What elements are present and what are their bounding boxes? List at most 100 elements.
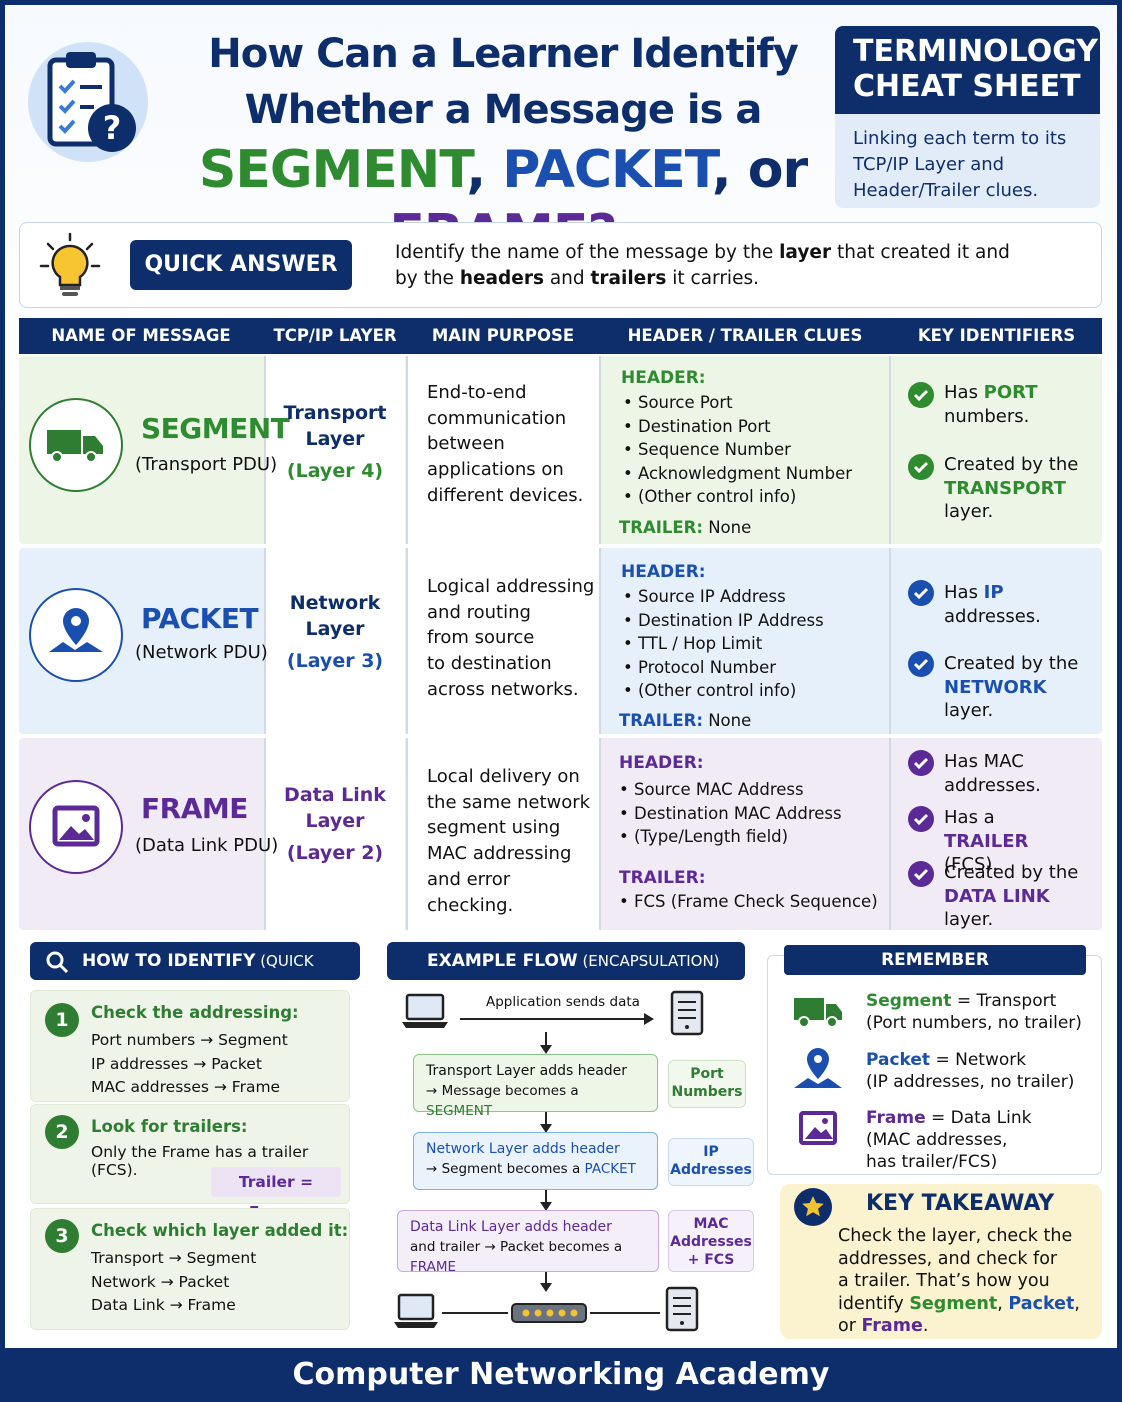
th-name: NAME OF MESSAGE (51, 326, 231, 345)
frame-layer-2: Layer (305, 810, 365, 832)
packet-trailer: TRAILER: None (619, 711, 752, 730)
cheat-sheet-subtitle: Linking each term to its TCP/IP Layer an… (835, 114, 1100, 208)
check-icon (908, 861, 934, 887)
remember-segment: Segment = Transport(Port numbers, no tra… (866, 991, 1082, 1033)
clue-3-number: 3 (45, 1219, 79, 1253)
qa-text-2a: by the (395, 268, 460, 289)
remember-label: REMEMBER (784, 945, 1086, 975)
segment-trailer: TRAILER: None (619, 518, 752, 537)
qa-text-1c: that created it and (831, 242, 1010, 263)
qa-text-2c: and (543, 268, 591, 289)
map-pin-icon (792, 1046, 844, 1090)
frame-trailer-item: • FCS (Frame Check Sequence) (619, 892, 878, 911)
packet-header-items: • Source IP Address • Destination IP Add… (623, 587, 824, 701)
title-or: , or (711, 140, 808, 200)
cheat-sheet-box: TERMINOLOGY CHEAT SHEET Linking each ter… (835, 26, 1100, 208)
check-icon (908, 454, 934, 480)
packet-layer-num: (Layer 3) (286, 650, 384, 672)
segment-layer-1: Transport (283, 402, 387, 424)
title-segment: SEGMENT (198, 140, 467, 200)
flow-sub: (ENCAPSULATION) (577, 952, 720, 970)
flow-arrow (540, 1272, 552, 1292)
title-comma: , (466, 140, 486, 200)
frame-pdu: (Data Link PDU) (135, 835, 279, 856)
frame-trailer-label: TRAILER: (619, 868, 706, 888)
frame-layer-1: Data Link (284, 784, 386, 806)
how-to-identify-label: HOW TO IDENTIFY (QUICK CLUES) (30, 942, 360, 1008)
frame-id-2: Has a TRAILER(FCS). (944, 807, 1029, 875)
clue-1-title: Check the addressing: (91, 1003, 299, 1022)
th-purpose: MAIN PURPOSE (431, 326, 575, 345)
remember-packet: Packet = Network(IP addresses, no traile… (866, 1050, 1075, 1092)
clue-2-line: Only the Frame has a trailer (FCS). (91, 1143, 309, 1179)
packet-name: PACKET (141, 602, 259, 635)
cheat-heading-1: TERMINOLOGY (853, 34, 1098, 69)
th-clues: HEADER / TRAILER CLUES (627, 326, 863, 345)
example-flow-label: EXAMPLE FLOW (ENCAPSULATION) (387, 942, 745, 980)
clue-2-number: 2 (45, 1115, 79, 1149)
key-takeaway-label: KEY TAKEAWAY (866, 1191, 1055, 1216)
segment-header-items: • Source Port • Destination Port • Seque… (623, 393, 853, 507)
flow-arrow (540, 1190, 552, 1211)
search-icon (44, 949, 70, 975)
check-icon (908, 580, 934, 606)
th-layer: TCP/IP LAYER (273, 326, 397, 345)
title-line-2: Whether a Message is a (244, 87, 763, 133)
cheat-sub-3: Header/Trailer clues. (853, 180, 1039, 201)
cheat-heading-2: CHEAT SHEET (853, 69, 1081, 104)
frame-header-label: HEADER: (619, 753, 704, 773)
segment-pdu: (Transport PDU) (135, 454, 278, 475)
qa-text-1b: layer (779, 242, 832, 263)
title-packet: PACKET (502, 140, 713, 200)
key-takeaway-panel (780, 1184, 1102, 1339)
image-icon (29, 780, 123, 874)
packet-layer-2: Layer (305, 618, 365, 640)
clue-3-title: Check which layer added it: (91, 1221, 349, 1240)
clipboard-question-icon: ? (28, 42, 148, 162)
segment-layer-num: (Layer 4) (286, 460, 384, 482)
check-icon (908, 806, 934, 832)
laptop-icon (400, 992, 450, 1032)
qa-text-2d: trailers (590, 268, 667, 289)
remember-frame: Frame = Data Link(MAC addresses,has trai… (866, 1108, 1032, 1172)
truck-icon (792, 992, 844, 1030)
network-link (590, 1312, 660, 1314)
packet-header-label: HEADER: (621, 562, 706, 582)
flow-step-transport: Transport Layer adds header → Message be… (413, 1054, 658, 1119)
qa-text-1a: Identify the name of the message by the (395, 242, 780, 263)
cheat-sheet-heading: TERMINOLOGY CHEAT SHEET (835, 26, 1100, 114)
check-icon (908, 750, 934, 776)
cheat-sub-2: TCP/IP Layer and (853, 154, 1005, 175)
th-identifiers: KEY IDENTIFIERS (917, 326, 1076, 345)
table-header: NAME OF MESSAGE TCP/IP LAYER MAIN PURPOS… (19, 318, 1102, 354)
qa-text-2e: it carries. (666, 268, 759, 289)
map-pin-icon (29, 588, 123, 682)
network-link (442, 1312, 508, 1314)
segment-header-label: HEADER: (621, 368, 706, 388)
flow-arrow (460, 1018, 650, 1020)
segment-layer-2: Layer (305, 428, 365, 450)
laptop-icon (392, 1292, 440, 1332)
clue-3: 3 Check which layer added it: Transport … (30, 1208, 350, 1330)
star-icon (794, 1188, 832, 1226)
title-line-1: How Can a Learner Identify (208, 31, 799, 77)
flow-arrow-head (644, 1013, 654, 1025)
clue-1-number: 1 (45, 1003, 79, 1037)
lightbulb-icon (38, 230, 102, 300)
frame-header-items: • Source MAC Address • Destination MAC A… (619, 780, 842, 847)
